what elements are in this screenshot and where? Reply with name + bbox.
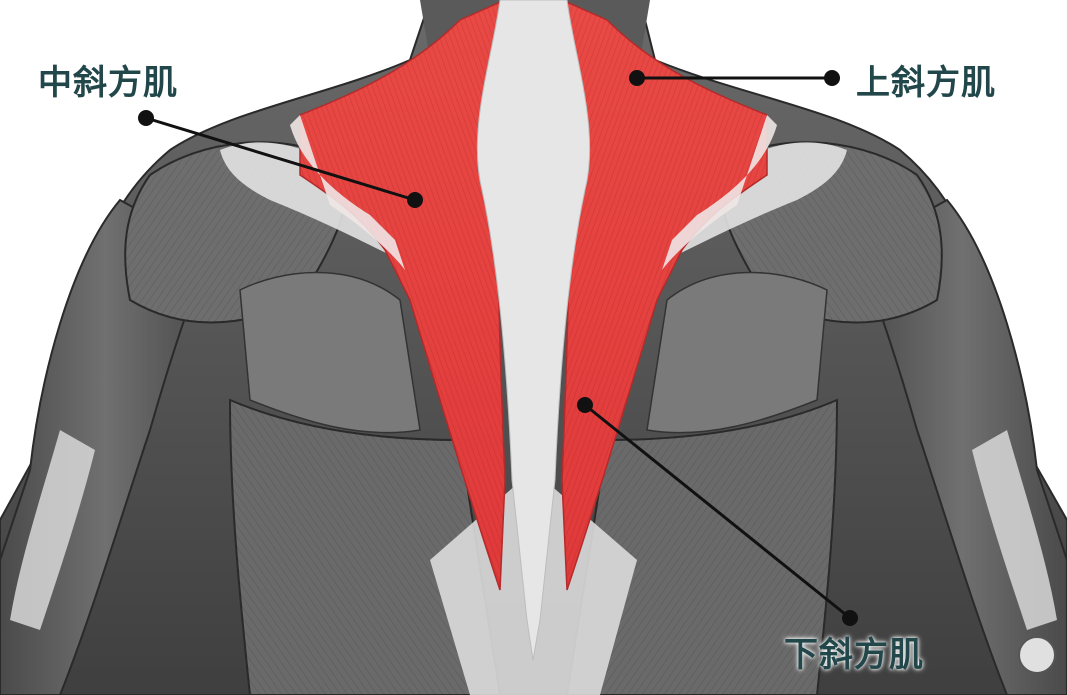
- left-acromion: [220, 142, 400, 260]
- leader-dot-middle-end: [407, 192, 423, 208]
- right-acromion: [667, 142, 847, 260]
- left-trapezius-edge: [290, 115, 405, 270]
- middle-trapezius-label: 中斜方肌: [38, 63, 178, 103]
- left-trapezius-fibers: [300, 0, 505, 590]
- leader-dot-lower-end: [842, 610, 858, 626]
- right-infraspinatus: [646, 271, 828, 434]
- left-infraspinatus: [239, 271, 421, 434]
- left-arm-tendon: [10, 430, 95, 630]
- right-latissimus-fibers: [567, 400, 837, 695]
- leader-dot-upper-start: [629, 70, 645, 86]
- leader-dot-middle-start: [138, 110, 154, 126]
- lower-trapezius-label: 下斜方肌: [784, 635, 924, 675]
- leader-line-middle: [145, 116, 416, 202]
- right-trapezius-edge: [662, 115, 777, 270]
- spine-aponeurosis: [476, 0, 591, 661]
- left-latissimus-fibers: [230, 400, 500, 695]
- right-trapezius-fibers: [562, 0, 767, 590]
- upper-trapezius-label: 上斜方肌: [856, 63, 996, 103]
- leader-dot-lower-start: [577, 397, 593, 413]
- leader-lines: [138, 70, 858, 626]
- right-arm-tendon: [972, 430, 1057, 630]
- leader-dot-upper-end: [824, 70, 840, 86]
- right-elbow: [1018, 636, 1056, 674]
- leader-line-lower: [584, 403, 851, 620]
